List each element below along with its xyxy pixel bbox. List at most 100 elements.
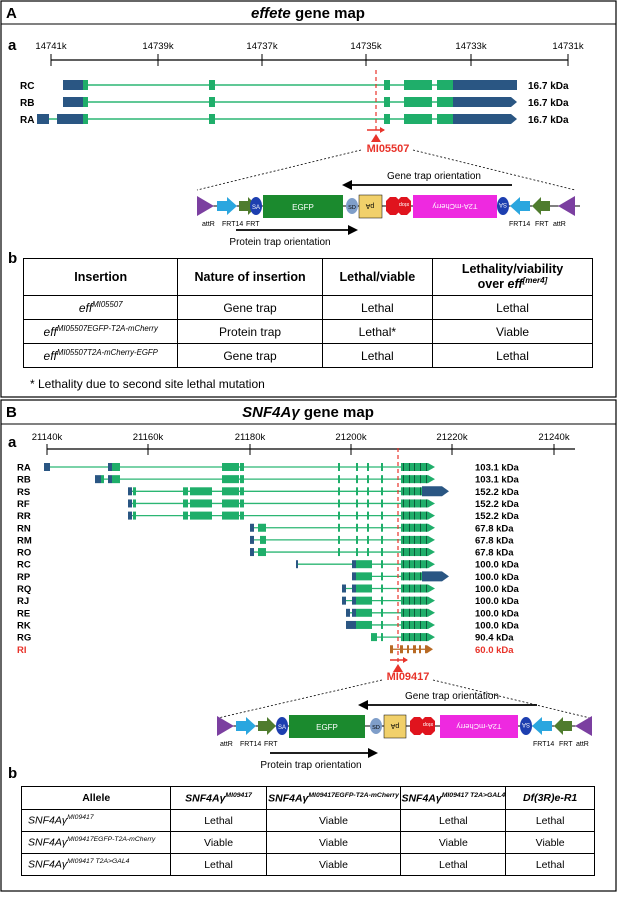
exon-boundary xyxy=(426,560,427,569)
exon xyxy=(381,560,383,569)
table-header-row: Insertion Nature of insertion Lethal/via… xyxy=(22,258,593,296)
insertion-label-b: MI09417 xyxy=(387,671,430,683)
pA-block-icon xyxy=(383,714,407,739)
table-header: Allele xyxy=(20,786,172,810)
table-footnote: * Lethality due to second site lethal mu… xyxy=(30,377,265,391)
exon-boundary xyxy=(414,633,415,642)
exon xyxy=(342,596,346,605)
exon-boundary xyxy=(420,560,421,569)
table-header: Lethal/viable xyxy=(321,258,434,296)
exon xyxy=(356,487,358,496)
exon-boundary xyxy=(426,475,427,484)
transcript-kda: 152.2 kDa xyxy=(475,511,520,522)
panel-b-sub-b: b xyxy=(8,765,17,782)
transcript-kda: 16.7 kDa xyxy=(528,98,569,109)
transcript-kda: 103.1 kDa xyxy=(475,463,520,474)
protein-trap-orientation-label: Protein trap orientation xyxy=(229,237,330,248)
transcript-kda: 100.0 kDa xyxy=(475,584,520,595)
table-cell: Lethal xyxy=(505,809,595,832)
transcript-label: RJ xyxy=(17,596,29,607)
table-cell: Lethal xyxy=(400,853,507,876)
transcript-kda: 90.4 kDa xyxy=(475,633,514,644)
transcript-label: RG xyxy=(17,633,31,644)
transcript-label: RA xyxy=(17,463,31,474)
FRT14-label: FRT14 xyxy=(509,221,530,228)
exon xyxy=(352,596,356,605)
exon xyxy=(352,560,356,569)
pA-block-icon xyxy=(358,194,383,219)
exon xyxy=(381,633,383,642)
exon-boundary xyxy=(409,560,410,569)
axis-b-tick-label: 21140k xyxy=(32,432,63,443)
exon-boundary xyxy=(409,487,410,496)
FRT-icon xyxy=(532,197,550,215)
table-cell: Gene trap xyxy=(177,295,323,320)
SA-icon xyxy=(520,717,532,735)
exon-boundary xyxy=(414,499,415,508)
exon xyxy=(342,584,346,593)
transcript-label: RI xyxy=(17,645,27,656)
exon xyxy=(133,511,136,520)
table-cell: Lethal xyxy=(321,343,434,368)
panel-b-sub-a: a xyxy=(8,434,17,451)
exon xyxy=(367,463,369,471)
exon xyxy=(112,463,120,471)
exon-boundary xyxy=(403,572,404,581)
attR-left-icon xyxy=(217,716,234,736)
insertion-triangle-icon xyxy=(371,134,381,142)
exon xyxy=(356,523,358,532)
exon xyxy=(44,463,50,471)
exon-boundary xyxy=(426,535,427,544)
SA-icon xyxy=(250,197,262,215)
exon xyxy=(367,487,369,496)
exon xyxy=(381,511,383,520)
transcript-kda: 100.0 kDa xyxy=(475,620,520,631)
exon-boundary xyxy=(409,596,410,605)
exon-boundary xyxy=(426,633,427,642)
exon xyxy=(356,511,358,520)
T2A-mCherry-block-icon xyxy=(413,195,497,218)
exon-boundary xyxy=(409,584,410,593)
table-header: Insertion xyxy=(22,258,179,296)
table-cell: Lethal xyxy=(432,295,593,320)
SA-label: SA xyxy=(252,205,260,211)
attR-right-icon xyxy=(558,196,575,216)
exon-boundary xyxy=(409,475,410,484)
exon xyxy=(381,548,383,557)
exon-boundary xyxy=(403,511,404,520)
table-cell: Lethal* xyxy=(321,319,434,344)
stop-icon xyxy=(397,197,411,215)
panel-a-insertion-marker: MI05507 xyxy=(196,70,576,191)
table-cell: Lethal xyxy=(170,853,267,876)
table-cell: Lethal xyxy=(400,809,507,832)
table-cell: Gene trap xyxy=(177,343,323,368)
exon xyxy=(381,499,383,508)
transcript-end-arrow xyxy=(428,499,435,508)
exon xyxy=(356,548,358,557)
exon xyxy=(258,548,266,557)
exon xyxy=(346,608,350,617)
pA-label: pA xyxy=(390,722,399,729)
exon xyxy=(183,511,188,520)
exon-boundary xyxy=(414,620,415,629)
table-header: SNF4AγMI09417 T2A>GAL4 xyxy=(400,786,507,810)
exon xyxy=(260,535,266,544)
exon xyxy=(367,475,369,484)
exon-boundary xyxy=(414,572,415,581)
exon xyxy=(240,511,244,520)
table-header: Nature of insertion xyxy=(177,258,323,296)
SD-label: SD xyxy=(372,725,380,731)
panel-b-insertion-marker: MI09417 xyxy=(217,448,591,719)
axis-a-tick-label: 14733k xyxy=(455,41,486,52)
transcript-kda: 152.2 kDa xyxy=(475,499,520,510)
table-row: SNF4AγMI09417 T2A>GAL4 Lethal Viable Let… xyxy=(20,853,595,876)
exon-boundary xyxy=(426,584,427,593)
